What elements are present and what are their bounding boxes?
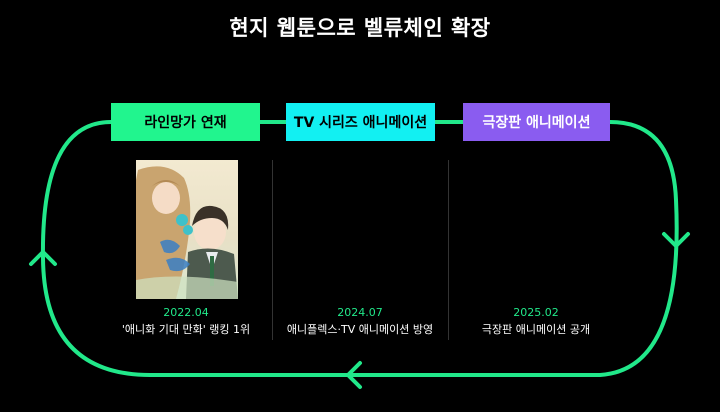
arrow-down-icon	[662, 232, 690, 248]
arrow-up-icon	[29, 250, 57, 266]
loop-path-right	[598, 120, 679, 377]
stage-label: TV 시리즈 애니메이션	[293, 115, 428, 131]
stage-date: 2022.04	[163, 306, 209, 319]
stage-tv-anime: TV 시리즈 애니메이션	[286, 103, 435, 141]
column-divider	[272, 160, 273, 340]
stage-line-manga: 라인망가 연재	[111, 103, 260, 141]
arrow-left-icon	[346, 361, 362, 389]
stage-date: 2024.07	[337, 306, 383, 319]
loop-path-left	[40, 120, 354, 377]
stage-description: '애니화 기대 만화' 랭킹 1위	[121, 323, 251, 336]
page-title: 현지 웹툰으로 벨류체인 확장	[229, 16, 491, 40]
stage-description: 애니플렉스·TV 애니메이션 방영	[286, 323, 434, 336]
stage-label: 극장판 애니메이션	[482, 115, 591, 131]
stage-description: 극장판 애니메이션 공개	[481, 323, 591, 336]
manga-cover-image	[136, 160, 238, 299]
column-divider	[448, 160, 449, 340]
cover-illustration	[136, 166, 238, 299]
stage-date: 2025.02	[513, 306, 559, 319]
stage-movie-anime: 극장판 애니메이션	[463, 103, 610, 141]
stage-label: 라인망가 연재	[144, 115, 227, 131]
